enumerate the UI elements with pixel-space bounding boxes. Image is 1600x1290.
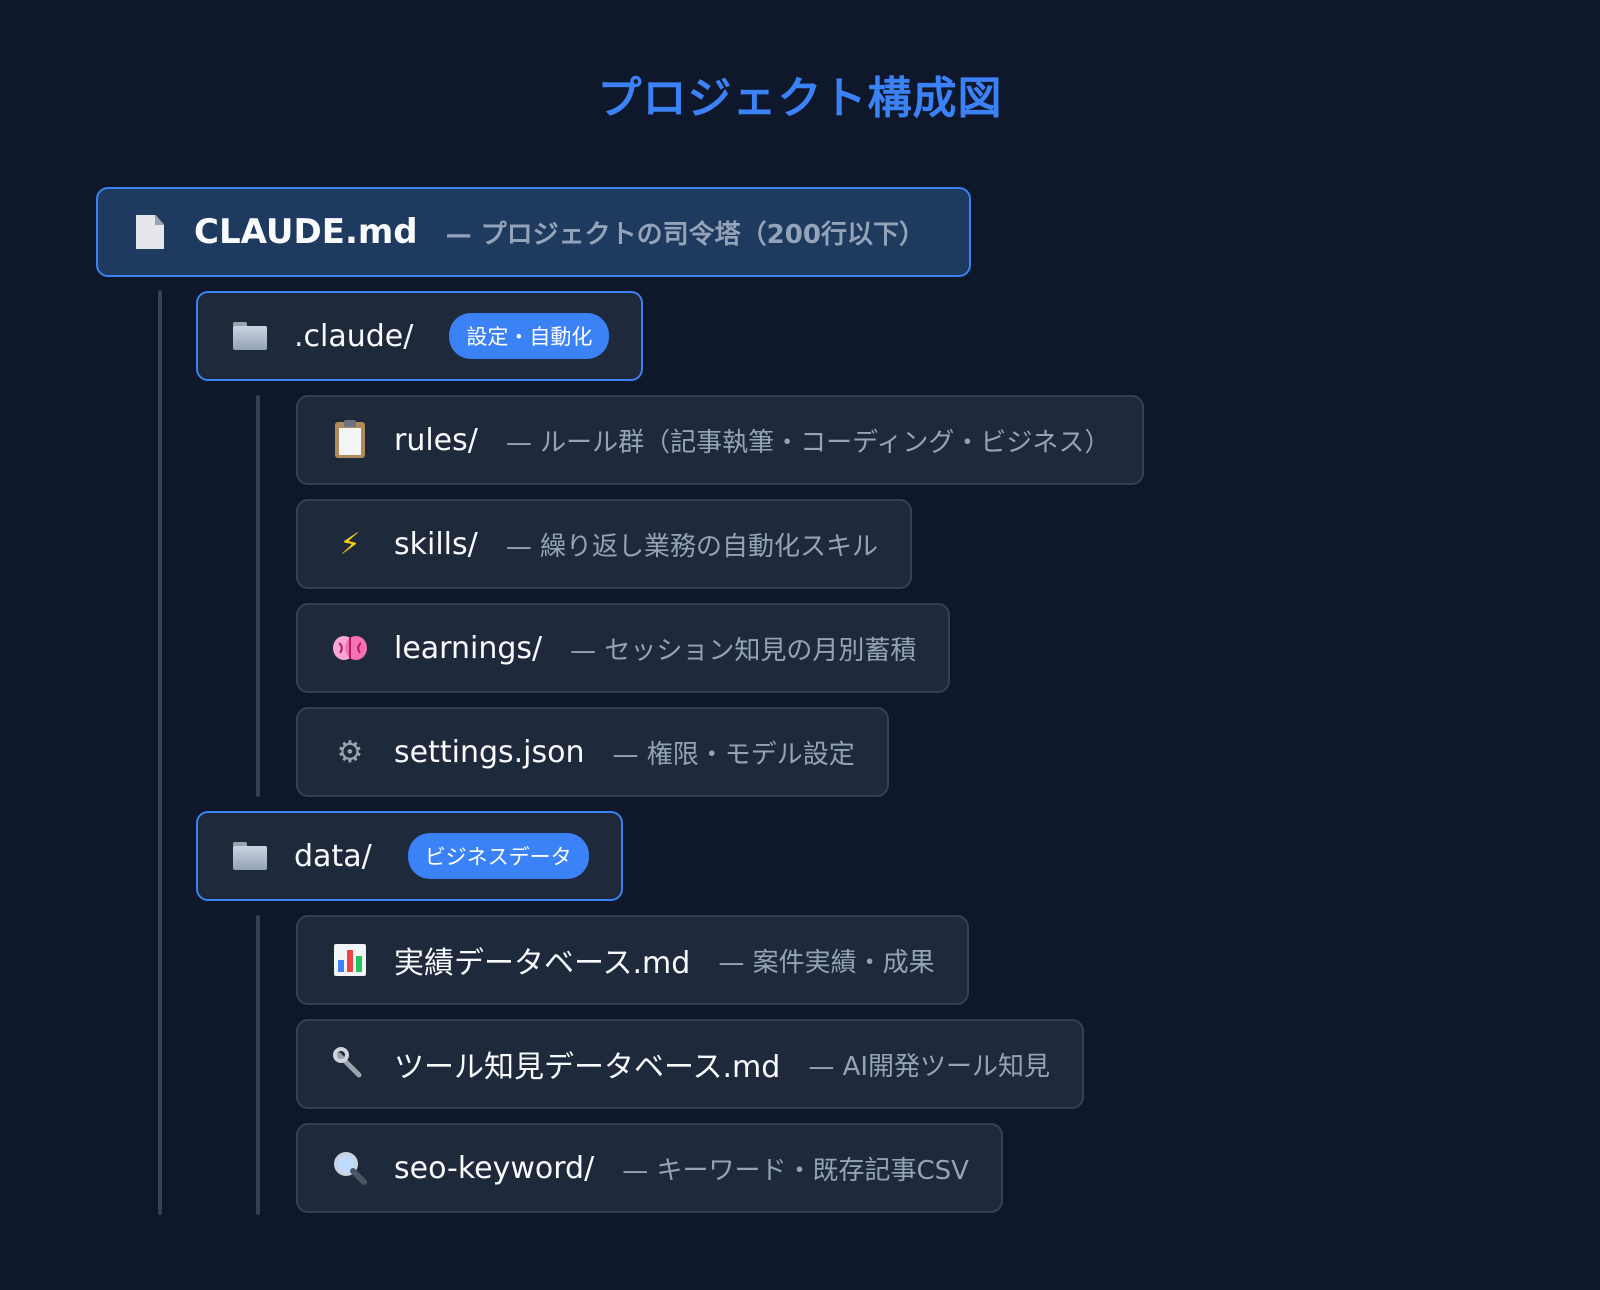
clipboard-icon [330,420,370,460]
item-desc: — セッション知見の月別蓄積 [570,635,917,666]
item-node-skills[interactable]: ⚡ skills/ — 繰り返し業務の自動化スキル [296,499,913,589]
item-desc: — キーワード・既存記事CSV [622,1155,969,1186]
brain-icon [330,628,370,668]
item-name: settings.json [394,734,585,770]
root-file-node[interactable]: CLAUDE.md — プロジェクトの司令塔（200行以下） [96,187,971,277]
item-node-seo-keyword[interactable]: seo-keyword/ — キーワード・既存記事CSV [296,1123,1003,1213]
folder-badge: ビジネスデータ [407,833,589,879]
item-desc: — 繰り返し業務の自動化スキル [505,531,879,562]
item-name: seo-keyword/ [394,1150,595,1186]
bar-chart-icon [330,940,370,980]
gear-icon: ⚙ [336,734,364,770]
root-file-desc: — プロジェクトの司令塔（200行以下） [445,219,925,250]
tree-line-data [256,915,260,1215]
folder-badge: 設定・自動化 [449,313,610,359]
document-icon [130,212,170,252]
item-node-tools-db[interactable]: ツール知見データベース.md — AI開発ツール知見 [296,1019,1085,1109]
folder-icon [230,836,270,876]
folder-node-data[interactable]: data/ ビジネスデータ [196,811,623,901]
tree-line-claude [256,395,260,797]
item-name: learnings/ [394,630,543,666]
item-node-results-db[interactable]: 実績データベース.md — 案件実績・成果 [296,915,969,1005]
item-name: ツール知見データベース.md [394,1050,781,1085]
item-desc: — ルール群（記事執筆・コーディング・ビジネス） [505,427,1111,458]
folder-node-claude[interactable]: .claude/ 設定・自動化 [196,291,644,381]
item-desc: — 案件実績・成果 [718,947,935,978]
folder-icon [230,316,270,356]
magnifier-icon [330,1148,370,1188]
item-name: skills/ [394,526,478,562]
root-file-name: CLAUDE.md [194,212,418,252]
item-desc: — 権限・モデル設定 [612,739,855,770]
folder-name: .claude/ [294,318,414,354]
tree-line-root [158,290,162,1215]
item-node-learnings[interactable]: learnings/ — セッション知見の月別蓄積 [296,603,951,693]
item-name: rules/ [394,422,478,458]
item-node-rules[interactable]: rules/ — ルール群（記事執筆・コーディング・ビジネス） [296,395,1145,485]
wrench-icon [330,1044,370,1084]
item-desc: — AI開発ツール知見 [808,1051,1051,1082]
page-title: プロジェクト構成図 [597,73,1003,124]
item-node-settings[interactable]: ⚙ settings.json — 権限・モデル設定 [296,707,889,797]
lightning-icon: ⚡ [339,526,361,562]
folder-name: data/ [294,838,372,874]
item-name: 実績データベース.md [394,946,691,981]
